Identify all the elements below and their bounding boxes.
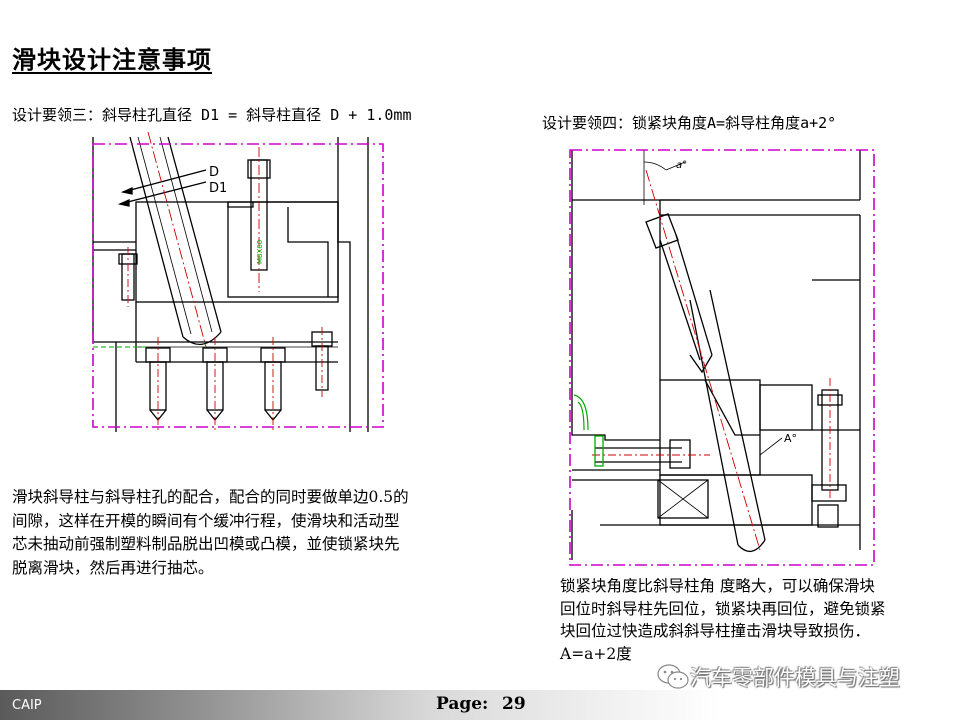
paragraph-line: A=a+2度 — [560, 644, 632, 663]
caption-design-point-4: 设计要领四：锁紧块角度A=斜导柱角度a+2° — [542, 114, 837, 132]
watermark: 汽车零部件模具与注塑 — [656, 662, 900, 692]
paragraph-line: 脱离滑块，然后再进行抽芯。 — [12, 558, 214, 577]
paragraph-line: 块回位过快造成斜斜导柱撞击滑块导致损伤． — [560, 622, 871, 640]
paragraph-guide-pin-fit: 滑块斜导柱与斜导柱孔的配合，配合的同时要做单边0.5的 间隙，这样在开模的瞬间有… — [12, 486, 492, 580]
lock-block-angle-drawing: a° A° — [569, 149, 875, 566]
paragraph-line: 芯未抽动前强制塑料制品脱出凹模或凸模，並使锁紧块先 — [12, 535, 400, 553]
label-angle-a-small: a° — [676, 160, 687, 171]
footer-org: CAIP — [12, 698, 42, 713]
caption-design-point-3: 设计要领三：斜导柱孔直径 D1 = 斜导柱直径 D + 1.0mm — [12, 106, 412, 124]
paragraph-line: 间隙，这样在开模的瞬间有个缓冲行程，使滑块和活动型 — [12, 511, 400, 530]
paragraph-line: 锁紧块角度比斜导柱角 度略大，可以确保滑块 — [560, 577, 875, 595]
page-title: 滑块设计注意事项 — [12, 45, 212, 74]
page-number: 29 — [502, 694, 526, 714]
label-d1: D1 — [209, 181, 227, 196]
watermark-text: 汽车零部件模具与注塑 — [690, 666, 900, 690]
label-d: D — [209, 165, 219, 180]
paragraph-line: 回位时斜导柱先回位，锁紧块再回位，避免锁紧 — [560, 599, 886, 618]
footer-bar — [0, 690, 960, 720]
slider-guide-pin-drawing: D D1 M8X60 — [92, 132, 384, 432]
label-angle-a-big: A° — [784, 432, 797, 445]
paragraph-lock-block-angle: 锁紧块角度比斜导柱角 度略大，可以确保滑块 回位时斜导柱先回位，锁紧块再回位，避… — [560, 575, 940, 665]
wechat-icon — [657, 664, 689, 689]
page-label: Page: — [436, 694, 489, 714]
paragraph-line: 滑块斜导柱与斜导柱孔的配合，配合的同时要做单边0.5的 — [12, 488, 409, 506]
bolt-spec-label: M8X60 — [256, 240, 264, 264]
